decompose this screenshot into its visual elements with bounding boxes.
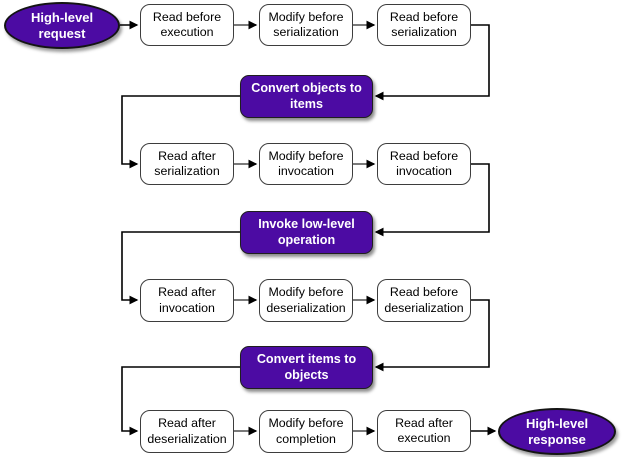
node-modify-before-serialization: Modify before serialization [259, 4, 353, 46]
arrow-convert-items-to-read-after-deserialization [121, 366, 240, 436]
node-modify-before-completion: Modify before completion [259, 410, 353, 453]
node-read-before-serialization: Read before serialization [377, 4, 471, 46]
node-read-before-deserialization: Read before deserialization [377, 279, 471, 322]
node-high-level-response: High-level response [498, 408, 616, 455]
arrow-read-before-deserialization-to-convert-items [374, 299, 490, 372]
node-modify-before-deserialization: Modify before deserialization [259, 279, 353, 322]
arrow-read-before-invocation-to-invoke-low-level [374, 163, 490, 237]
node-read-after-serialization: Read after serialization [140, 143, 234, 185]
arrow-invoke-low-level-to-read-after-invocation [121, 231, 240, 305]
node-read-after-invocation: Read after invocation [140, 279, 234, 322]
node-convert-items-to-objects: Convert items to objects [240, 346, 373, 389]
node-read-after-execution: Read after execution [377, 410, 471, 452]
arrow-read-before-serialization-to-convert-objects [374, 24, 490, 101]
node-read-after-deserialization: Read after deserialization [140, 410, 234, 453]
node-high-level-request: High-level request [4, 2, 120, 49]
arrow-convert-objects-to-read-after-serialization [121, 95, 240, 169]
node-modify-before-invocation: Modify before invocation [259, 143, 353, 185]
node-invoke-low-level-operation: Invoke low-level operation [240, 211, 373, 254]
node-convert-objects-to-items: Convert objects to items [240, 75, 373, 118]
node-read-before-invocation: Read before invocation [377, 143, 471, 185]
node-read-before-execution: Read before execution [140, 4, 234, 46]
